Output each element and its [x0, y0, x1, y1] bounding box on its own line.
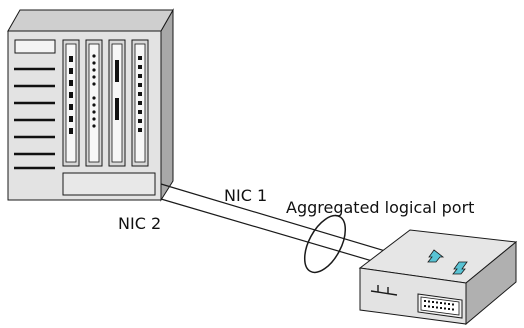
- server-drive-bay: [14, 39, 56, 54]
- server-chassis-icon: [7, 8, 174, 202]
- arrow-left-icon: [427, 249, 445, 263]
- server-card-2: [85, 39, 103, 167]
- nic1-label: NIC 1: [224, 186, 268, 205]
- nic2-cable: [160, 198, 387, 266]
- link-aggregation-ellipse-icon: [303, 214, 347, 274]
- aggregated-port-label: Aggregated logical port: [286, 198, 475, 217]
- switch-connector-symbol: [370, 285, 398, 296]
- server-card-3: [108, 39, 126, 167]
- switch-arrows: [427, 249, 468, 275]
- server-vent-lines: [14, 67, 55, 170]
- switch-port-panel: [417, 293, 463, 319]
- server-side-face: [160, 8, 174, 202]
- nic1-cable: [160, 183, 393, 254]
- switch-side-face: [465, 240, 517, 326]
- nic2-label: NIC 2: [118, 214, 162, 233]
- server-card-4: [131, 39, 149, 167]
- server-bottom-panel: [62, 172, 156, 196]
- arrow-right-icon: [452, 261, 468, 275]
- server-top-face: [7, 9, 174, 32]
- network-switch-icon: [358, 229, 518, 326]
- nic-cables: [160, 183, 393, 266]
- server-card-1: [62, 39, 80, 167]
